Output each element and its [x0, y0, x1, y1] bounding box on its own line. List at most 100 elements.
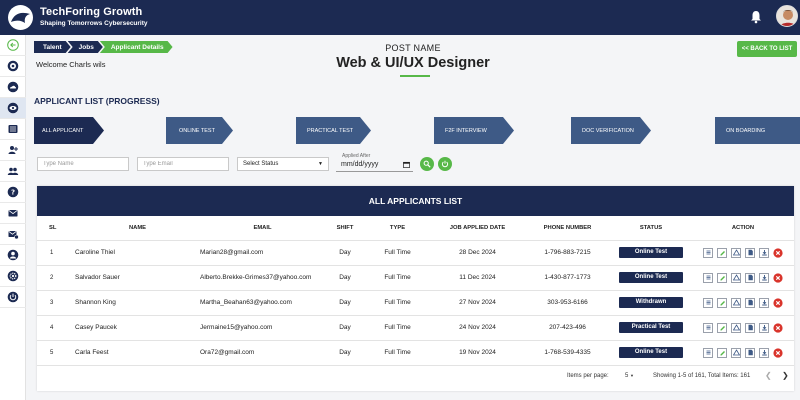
view-button[interactable]	[703, 297, 713, 308]
reset-button[interactable]	[438, 157, 452, 171]
breadcrumb-jobs[interactable]: Jobs	[68, 41, 103, 53]
brand-logo[interactable]	[8, 5, 33, 30]
delete-icon	[773, 297, 783, 308]
sidebar-item-mail[interactable]	[0, 203, 26, 224]
search-button[interactable]	[420, 157, 434, 171]
view-button[interactable]	[703, 247, 713, 258]
calendar-icon[interactable]	[403, 161, 410, 168]
sidebar-item-dashboard[interactable]	[0, 56, 26, 77]
edit-button[interactable]	[717, 297, 727, 308]
view-button[interactable]	[703, 347, 713, 358]
users-icon	[7, 167, 19, 175]
applicant-email: Marian28@gmail.com	[200, 240, 325, 266]
sidebar-item-help[interactable]: ?	[0, 182, 26, 203]
applicant-shift: Day	[325, 315, 365, 341]
svg-text:?: ?	[11, 189, 15, 197]
status-badge: Online Test	[619, 272, 683, 283]
status-select[interactable]: Select Status ▼	[237, 157, 329, 171]
phone-number: 1-430-877-1773	[525, 265, 610, 291]
post-title: Web & UI/UX Designer	[336, 55, 490, 71]
download-button[interactable]	[759, 347, 769, 358]
edit-icon	[720, 301, 725, 306]
warning-button[interactable]	[731, 297, 741, 308]
sidebar-item-recruitment[interactable]	[0, 98, 26, 119]
document-button[interactable]	[745, 347, 755, 358]
applied-after-date[interactable]: Applied After mm/dd/yyyy	[336, 153, 413, 172]
name-filter-input[interactable]	[37, 157, 129, 171]
stage-practical-test[interactable]: PRACTICAL TEST	[296, 117, 371, 144]
prev-page-button[interactable]: ❮	[765, 371, 772, 380]
stage-online-test[interactable]: ONLINE TEST	[166, 117, 233, 144]
sidebar-item-cloud[interactable]	[0, 77, 26, 98]
view-button[interactable]	[703, 272, 713, 283]
warning-button[interactable]	[731, 272, 741, 283]
warning-button[interactable]	[731, 322, 741, 333]
col-name: NAME	[75, 216, 200, 241]
sidebar-item-profile[interactable]	[0, 245, 26, 266]
breadcrumb-talent[interactable]: Talent	[34, 41, 71, 53]
document-button[interactable]	[745, 247, 755, 258]
warning-button[interactable]	[731, 347, 741, 358]
page-size-select[interactable]: 5 ▼	[625, 373, 634, 379]
user-avatar[interactable]	[776, 5, 798, 27]
sidebar-item-team[interactable]	[0, 161, 26, 182]
back-to-list-button[interactable]: << BACK TO LIST	[737, 41, 797, 57]
delete-button[interactable]	[773, 347, 783, 358]
download-button[interactable]	[759, 322, 769, 333]
col-type: TYPE	[365, 216, 430, 241]
applied-date: 19 Nov 2024	[430, 340, 525, 366]
view-button[interactable]	[703, 322, 713, 333]
sidebar-item-settings[interactable]	[0, 266, 26, 287]
view-icon	[706, 300, 710, 305]
delete-button[interactable]	[773, 297, 783, 308]
download-icon	[761, 325, 767, 331]
applied-date: 11 Dec 2024	[430, 265, 525, 291]
document-button[interactable]	[745, 322, 755, 333]
document-icon	[748, 349, 753, 356]
action-cell	[692, 265, 794, 291]
phone-number: 303-953-6166	[525, 290, 610, 316]
stage-all-applicant[interactable]: ALL APPLICANT	[34, 117, 104, 144]
section-title: APPLICANT LIST (PROGRESS)	[34, 96, 160, 106]
sidebar-item-list[interactable]	[0, 119, 26, 140]
sidebar-item-mail-check[interactable]	[0, 224, 26, 245]
edit-button[interactable]	[717, 347, 727, 358]
gauge-icon	[7, 60, 19, 72]
applicant-name: Shannon King	[75, 290, 200, 316]
edit-button[interactable]	[717, 322, 727, 333]
sidebar-back[interactable]	[0, 35, 26, 56]
document-button[interactable]	[745, 272, 755, 283]
phone-number: 1-768-539-4335	[525, 340, 610, 366]
next-page-button[interactable]: ❯	[782, 371, 789, 380]
download-button[interactable]	[759, 272, 769, 283]
power-icon	[7, 291, 19, 303]
download-button[interactable]	[759, 247, 769, 258]
eye-target-icon	[7, 102, 19, 114]
sidebar-item-logout[interactable]	[0, 287, 26, 308]
stage-doc-verification[interactable]: DOC VERIFICATION	[571, 117, 651, 144]
edit-button[interactable]	[717, 247, 727, 258]
document-button[interactable]	[745, 297, 755, 308]
date-input[interactable]: mm/dd/yyyy	[336, 158, 413, 172]
view-icon	[706, 275, 710, 280]
stage-on-boarding[interactable]: ON BOARDING	[715, 117, 800, 144]
bell-icon[interactable]	[750, 10, 762, 24]
list-icon	[8, 125, 18, 133]
applicant-type: Full Time	[365, 290, 430, 316]
warning-button[interactable]	[731, 247, 741, 258]
email-filter-input[interactable]	[137, 157, 229, 171]
delete-button[interactable]	[773, 322, 783, 333]
warning-icon	[732, 249, 740, 256]
breadcrumb-applicant-details[interactable]: Applicant Details	[100, 41, 173, 53]
sidebar-item-add-user[interactable]	[0, 140, 26, 161]
delete-button[interactable]	[773, 272, 783, 283]
edit-button[interactable]	[717, 272, 727, 283]
delete-button[interactable]	[773, 247, 783, 258]
delete-icon	[773, 347, 783, 358]
applicant-type: Full Time	[365, 240, 430, 266]
stage-f2f-interview[interactable]: F2F INTERVIEW	[434, 117, 514, 144]
applied-date: 28 Dec 2024	[430, 240, 525, 266]
download-button[interactable]	[759, 297, 769, 308]
